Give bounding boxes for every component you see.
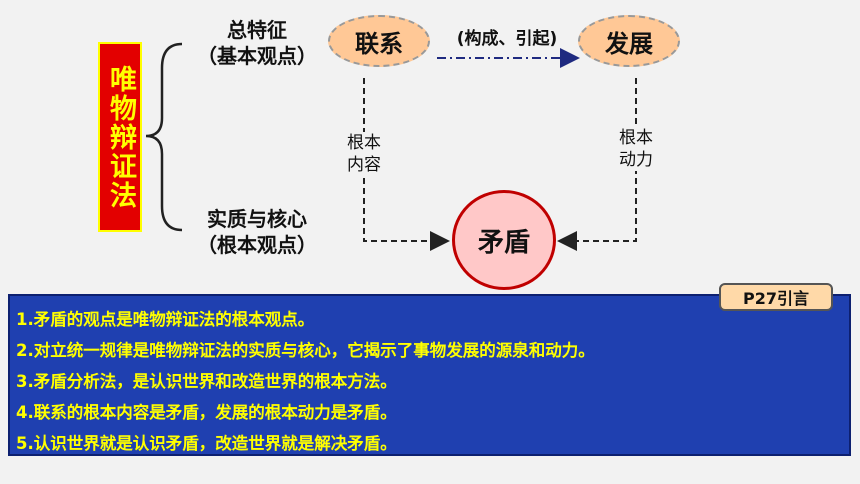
left-label-line2: 内容 [347,155,381,175]
right-label-line2: 动力 [619,150,653,170]
branch-bottom-line2: （根本观点） [197,233,317,257]
arrow-label: (构成、引起) [456,29,558,49]
node-fazhan: 发展 [578,15,680,67]
branch-top-label: 总特征 （基本观点） [186,17,328,69]
vertical-title: 唯物辩证法 [98,42,142,232]
right-label-line1: 根本 [619,128,653,148]
vertical-title-text: 唯物辩证法 [105,64,136,210]
branch-top-line1: 总特征 [227,18,287,42]
point-4: 4.联系的根本内容是矛盾，发展的根本动力是矛盾。 [16,403,397,422]
point-5: 5.认识世界就是认识矛盾，改造世界就是解决矛盾。 [16,434,397,453]
points-box: 1.矛盾的观点是唯物辩证法的根本观点。 2.对立统一规律是唯物辩证法的实质与核心… [8,294,851,456]
point-1: 1.矛盾的观点是唯物辩证法的根本观点。 [16,310,315,329]
left-label-line1: 根本 [347,133,381,153]
branch-bottom-line1: 实质与核心 [207,207,307,231]
p27-tag: P27引言 [719,283,833,311]
point-3: 3.矛盾分析法，是认识世界和改造世界的根本方法。 [16,372,397,391]
right-side-label: 根本 动力 [612,127,660,171]
branch-top-line2: （基本观点） [197,44,317,68]
point-2: 2.对立统一规律是唯物辩证法的实质与核心，它揭示了事物发展的源泉和动力。 [16,341,595,360]
diagram-connectors [145,42,637,251]
brace [145,42,183,232]
left-side-label: 根本 内容 [340,132,388,176]
branch-bottom-label: 实质与核心 （根本观点） [186,206,328,258]
node-lianxi: 联系 [328,15,430,67]
node-maodun: 矛盾 [452,190,556,290]
